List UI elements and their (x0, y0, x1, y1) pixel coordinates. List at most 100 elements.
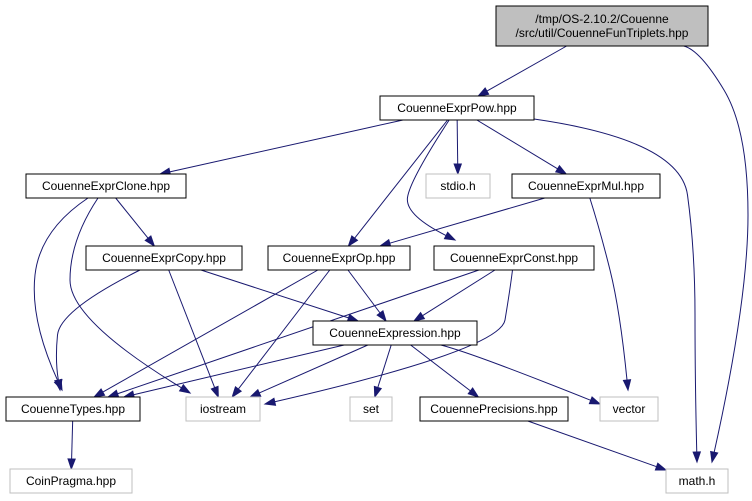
edge-line (69, 197, 182, 389)
node-label: iostream (200, 402, 246, 416)
node-copy[interactable]: CouenneExprCopy.hpp (85, 245, 243, 271)
edge-copy-to-iostream (168, 269, 219, 399)
node-label: CouenneExprOp.hpp (283, 251, 396, 265)
node-box (379, 95, 535, 121)
edge-types-to-pragma (67, 420, 76, 471)
edge-arrowhead (263, 397, 277, 406)
edge-arrowhead (443, 231, 457, 241)
node-box (495, 5, 709, 47)
edge-root-to-pow (476, 45, 567, 97)
edge-arrowhead (67, 458, 76, 471)
edge-arrowhead (144, 235, 156, 248)
edge-arrowhead (231, 386, 243, 399)
node-pow[interactable]: CouenneExprPow.hpp (379, 95, 535, 121)
edge-line (33, 197, 89, 382)
edge-line (389, 197, 545, 244)
edge-line (486, 45, 567, 92)
node-mul[interactable]: CouenneExprMul.hpp (511, 173, 661, 199)
node-label: set (363, 402, 380, 416)
edge-arrowhead (376, 310, 387, 323)
node-label: CouenneExpression.hpp (329, 326, 461, 340)
edge-arrowhead (347, 235, 359, 248)
node-box (25, 173, 187, 199)
node-label: CouenneTypes.hpp (21, 402, 125, 416)
node-label: vector (613, 402, 646, 416)
edge-line (133, 344, 345, 396)
edge-pow-to-mul (476, 119, 568, 175)
edge-arrowhead (210, 385, 219, 399)
edge-expression-to-vector (440, 344, 602, 405)
edge-pow-to-stdio (453, 119, 463, 176)
node-iostream: iostream (185, 396, 261, 422)
node-box (665, 468, 729, 494)
node-label: CoinPragma.hpp (26, 474, 116, 488)
edge-line (55, 269, 141, 381)
edge-arrowhead (710, 450, 719, 464)
edges-layer (33, 45, 749, 471)
edge-op-to-types (92, 269, 319, 398)
node-box (185, 396, 261, 422)
edge-line (476, 119, 558, 170)
node-label: stdio.h (440, 179, 475, 193)
edge-pow-to-const (406, 119, 457, 241)
node-box (85, 245, 243, 271)
edge-arrowhead (346, 313, 360, 322)
edge-line (168, 269, 216, 388)
node-box (349, 396, 393, 422)
edge-line (406, 119, 450, 236)
edge-const-to-iostream (263, 269, 513, 406)
node-box (425, 173, 491, 199)
node-vector: vector (599, 396, 659, 422)
node-precisions[interactable]: CouennePrecisions.hpp (419, 396, 569, 422)
node-expression[interactable]: CouenneExpression.hpp (312, 320, 478, 346)
node-label: math.h (679, 474, 716, 488)
edge-pow-to-op (347, 119, 448, 248)
edge-const-to-expression (412, 269, 496, 322)
edge-expression-to-precisions (410, 344, 480, 398)
edge-arrowhead (178, 383, 192, 394)
edge-arrowhead (692, 451, 702, 464)
node-label: CouenneExprMul.hpp (528, 179, 644, 193)
edge-mul-to-op (378, 197, 545, 248)
node-box (599, 396, 659, 422)
edge-copy-to-expression (200, 269, 360, 322)
node-op[interactable]: CouenneExprOp.hpp (267, 245, 411, 271)
edge-line (274, 269, 513, 403)
edge-clone-to-iostream (69, 197, 192, 394)
edge-pow-to-math (533, 118, 702, 464)
node-const[interactable]: CouenneExprConst.hpp (433, 245, 595, 271)
edge-line (456, 119, 459, 165)
edge-arrowhead (92, 388, 106, 398)
node-math: math.h (665, 468, 729, 494)
node-pragma: CoinPragma.hpp (9, 468, 133, 494)
edge-arrowhead (453, 163, 463, 176)
edge-line (115, 197, 149, 239)
node-root[interactable]: /tmp/OS-2.10.2/Couenne/src/util/CouenneF… (495, 5, 709, 47)
node-box (511, 173, 661, 199)
node-label: CouenneExprClone.hpp (42, 179, 170, 193)
edge-clone-to-copy (115, 197, 156, 248)
edge-arrowhead (467, 387, 480, 398)
edge-line (354, 119, 448, 239)
edge-line (410, 344, 471, 392)
edge-line (347, 269, 381, 314)
node-clone[interactable]: CouenneExprClone.hpp (25, 173, 187, 199)
node-box (433, 245, 595, 271)
node-box (312, 320, 478, 346)
edge-mul-to-vector (589, 197, 632, 392)
edge-line (71, 420, 74, 460)
node-types[interactable]: CouenneTypes.hpp (5, 396, 141, 422)
edge-copy-to-types (54, 269, 141, 392)
node-stdio: stdio.h (425, 173, 491, 199)
edge-arrowhead (588, 396, 602, 405)
node-label: /src/util/CouenneFunTriplets.hpp (516, 26, 689, 40)
node-box (267, 245, 411, 271)
edge-arrowhead (54, 378, 63, 392)
node-label: CouenneExprCopy.hpp (102, 251, 226, 265)
edge-pow-to-clone (158, 119, 404, 176)
node-label: CouennePrecisions.hpp (430, 402, 558, 416)
node-label: CouenneExprConst.hpp (450, 251, 578, 265)
edge-arrowhead (248, 388, 262, 398)
edge-arrowhead (622, 379, 632, 392)
edge-arrowhead (373, 385, 383, 399)
